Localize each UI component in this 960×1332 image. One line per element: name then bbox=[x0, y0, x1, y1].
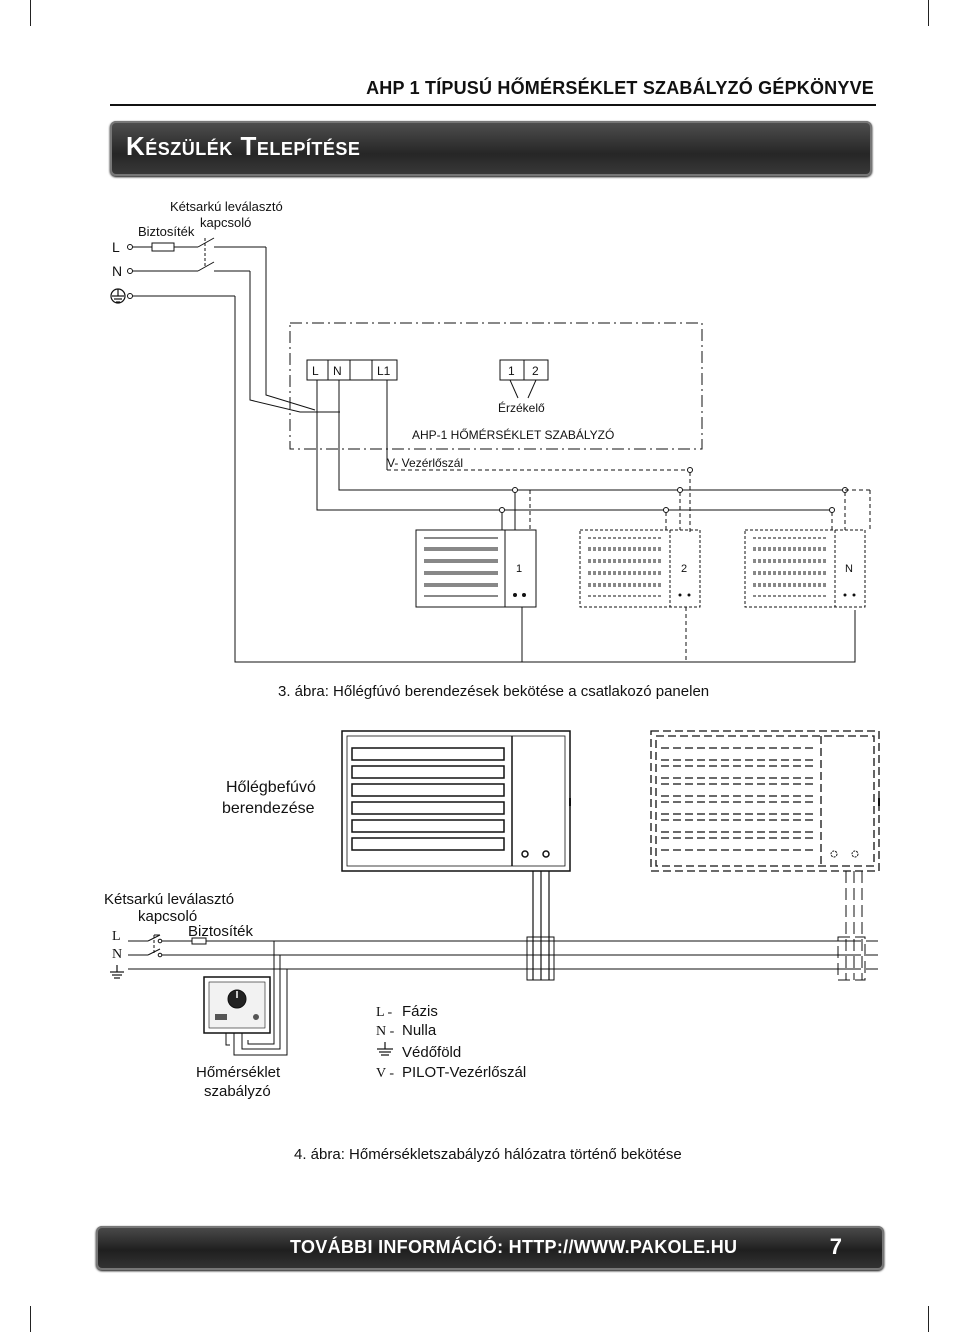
fig3-switch-label-1: Kétsarkú leválasztó bbox=[170, 199, 283, 214]
section-banner: Készülék Telepítése bbox=[110, 121, 872, 176]
fig3-line-L: L bbox=[112, 239, 120, 255]
figure-4: Hőlégbefúvó berendezése bbox=[104, 730, 880, 1163]
fuse-icon bbox=[151, 242, 175, 252]
terminal-PE bbox=[127, 293, 133, 299]
figure-3: Kétsarkú leválasztó kapcsoló Biztosíték … bbox=[110, 199, 871, 700]
thermostat-label-2: szabályzó bbox=[204, 1083, 271, 1100]
term-1: 1 bbox=[508, 364, 515, 378]
section-title: Készülék Telepítése bbox=[126, 131, 361, 161]
crop-mark bbox=[928, 1306, 929, 1332]
term-L1: L1 bbox=[377, 364, 391, 378]
fig4-switch-label-1: Kétsarkú leválasztó bbox=[104, 891, 234, 908]
heater-unit-2 bbox=[579, 529, 701, 608]
legend-text-PE: Védőföld bbox=[402, 1044, 461, 1061]
fig4-caption: 4. ábra: Hőmérsékletszabályzó hálózatra … bbox=[294, 1146, 682, 1163]
footer-info-link[interactable]: TOVÁBBI INFORMÁCIÓ: HTTP://WWW.PAKOLE.HU bbox=[290, 1237, 738, 1257]
fig4-fuse-label: Biztosíték bbox=[188, 923, 254, 940]
legend-symbol-L: L - bbox=[376, 1005, 393, 1020]
controller-label: AHP-1 HŐMÉRSÉKLET SZABÁLYZÓ bbox=[412, 427, 614, 442]
page-title: AHP 1 TÍPUSÚ HŐMÉRSÉKLET SZABÁLYZÓ GÉPKÖ… bbox=[366, 78, 874, 98]
earth-symbol-icon bbox=[110, 288, 126, 304]
footer-bar: TOVÁBBI INFORMÁCIÓ: HTTP://WWW.PAKOLE.HU… bbox=[96, 1226, 884, 1270]
fig4-switch-label-2: kapcsoló bbox=[138, 908, 197, 925]
term-N: N bbox=[333, 364, 342, 378]
thermostat-device bbox=[203, 976, 271, 1040]
v-label: V- Vezérlőszál bbox=[387, 456, 463, 470]
fig3-line-N: N bbox=[112, 263, 122, 279]
earth-symbol-icon bbox=[110, 965, 124, 979]
terminal-block bbox=[306, 359, 398, 381]
legend-symbol-V: V - bbox=[376, 1066, 394, 1081]
switch-icon bbox=[197, 237, 215, 248]
unit-2-label: 2 bbox=[681, 563, 687, 575]
heater-unit-secondary bbox=[650, 730, 880, 872]
term-L: L bbox=[312, 364, 319, 378]
legend-text-L: Fázis bbox=[402, 1003, 438, 1020]
fig4-line-N: N bbox=[112, 947, 122, 962]
term-2: 2 bbox=[532, 364, 539, 378]
heater-unit-n bbox=[744, 529, 866, 608]
terminal-N bbox=[127, 268, 133, 274]
fig3-caption: 3. ábra: Hőlégfúvó berendezések bekötése… bbox=[278, 683, 709, 700]
thermostat-dial-icon bbox=[227, 989, 247, 1009]
heater-unit-1: 1 bbox=[415, 529, 537, 608]
unit-n-label: N bbox=[845, 563, 853, 575]
fig4-device-label-1: Hőlégbefúvó bbox=[226, 779, 316, 796]
thermostat-label-1: Hőmérséklet bbox=[196, 1064, 281, 1081]
controller-box bbox=[289, 322, 703, 450]
unit-1-label: 1 bbox=[516, 563, 522, 575]
legend-symbol-N: N - bbox=[376, 1024, 395, 1039]
fig3-fuse-label: Biztosíték bbox=[138, 224, 195, 239]
legend-earth-icon bbox=[377, 1042, 393, 1056]
heater-unit-main bbox=[341, 730, 571, 872]
page-header: AHP 1 TÍPUSÚ HŐMÉRSÉKLET SZABÁLYZÓ GÉPKÖ… bbox=[110, 78, 876, 106]
sensor-label: Érzékelő bbox=[498, 400, 545, 415]
crop-mark bbox=[30, 1306, 31, 1332]
fig4-line-L: L bbox=[112, 929, 121, 944]
page-number: 7 bbox=[829, 1234, 842, 1259]
crop-mark bbox=[928, 0, 929, 26]
legend: L - Fázis N - Nulla Védőföld V - PILOT-V… bbox=[376, 1003, 526, 1081]
fig4-device-label-2: berendezése bbox=[222, 800, 315, 817]
legend-text-N: Nulla bbox=[402, 1022, 437, 1039]
fig3-switch-label-2: kapcsoló bbox=[200, 215, 251, 230]
fuse-icon bbox=[191, 937, 207, 945]
legend-text-V: PILOT-Vezérlőszál bbox=[402, 1064, 526, 1081]
crop-mark bbox=[30, 0, 31, 26]
terminal-L bbox=[127, 244, 133, 250]
